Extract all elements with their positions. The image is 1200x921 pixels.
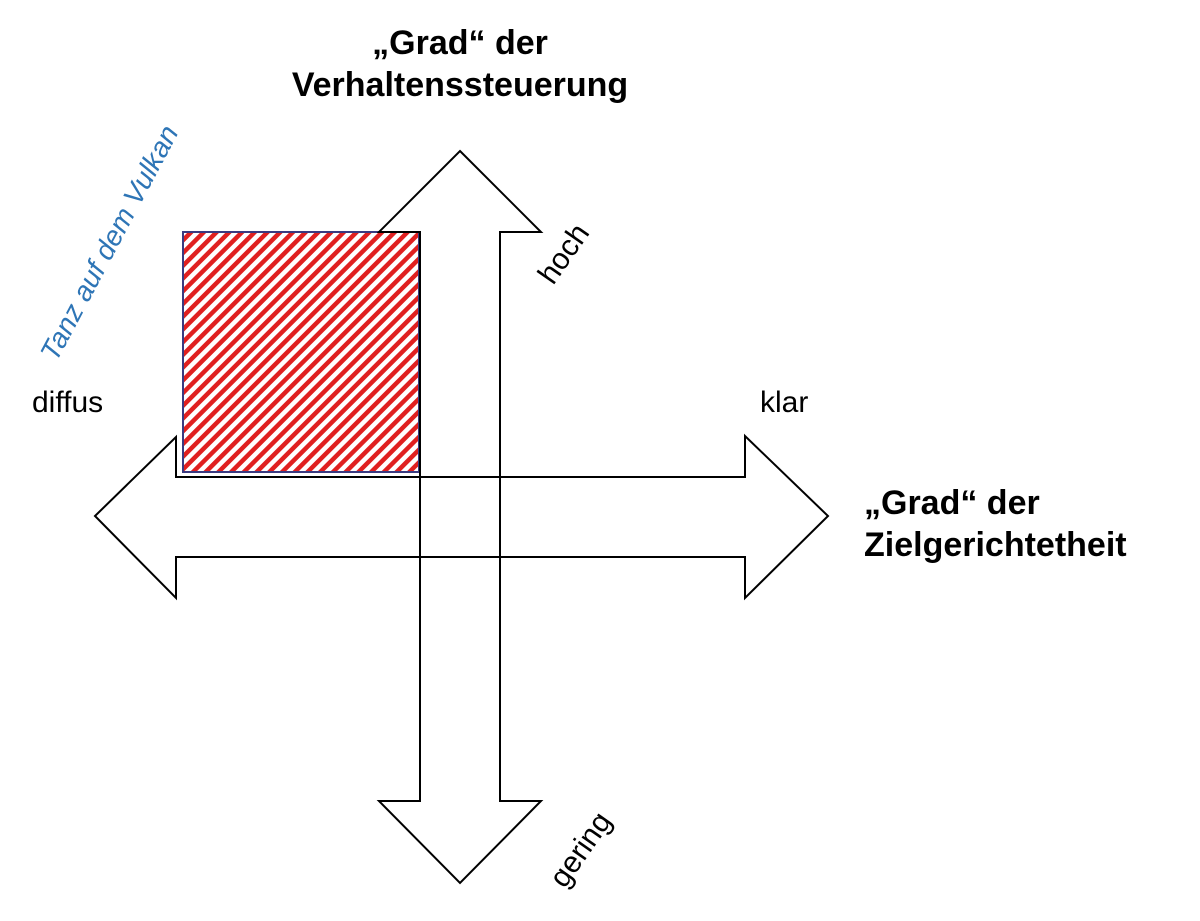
horizontal-double-arrow [93,433,830,601]
horizontal-axis-title-line2: Zielgerichtetheit [864,526,1127,564]
vertical-axis-title-line1: „Grad“ der [372,24,548,62]
vertical-axis-title: „Grad“ der Verhaltenssteuerung [270,22,650,106]
horizontal-axis-title: „Grad“ der Zielgerichtetheit [864,482,1184,566]
quadrant-hatched-area [182,231,420,473]
label-klar: klar [760,386,809,419]
vertical-axis-title-line2: Verhaltenssteuerung [291,66,629,104]
label-diffus: diffus [32,386,104,419]
horizontal-axis-title-line1: „Grad“ der [864,484,1040,522]
vertical-double-arrow [376,149,544,885]
